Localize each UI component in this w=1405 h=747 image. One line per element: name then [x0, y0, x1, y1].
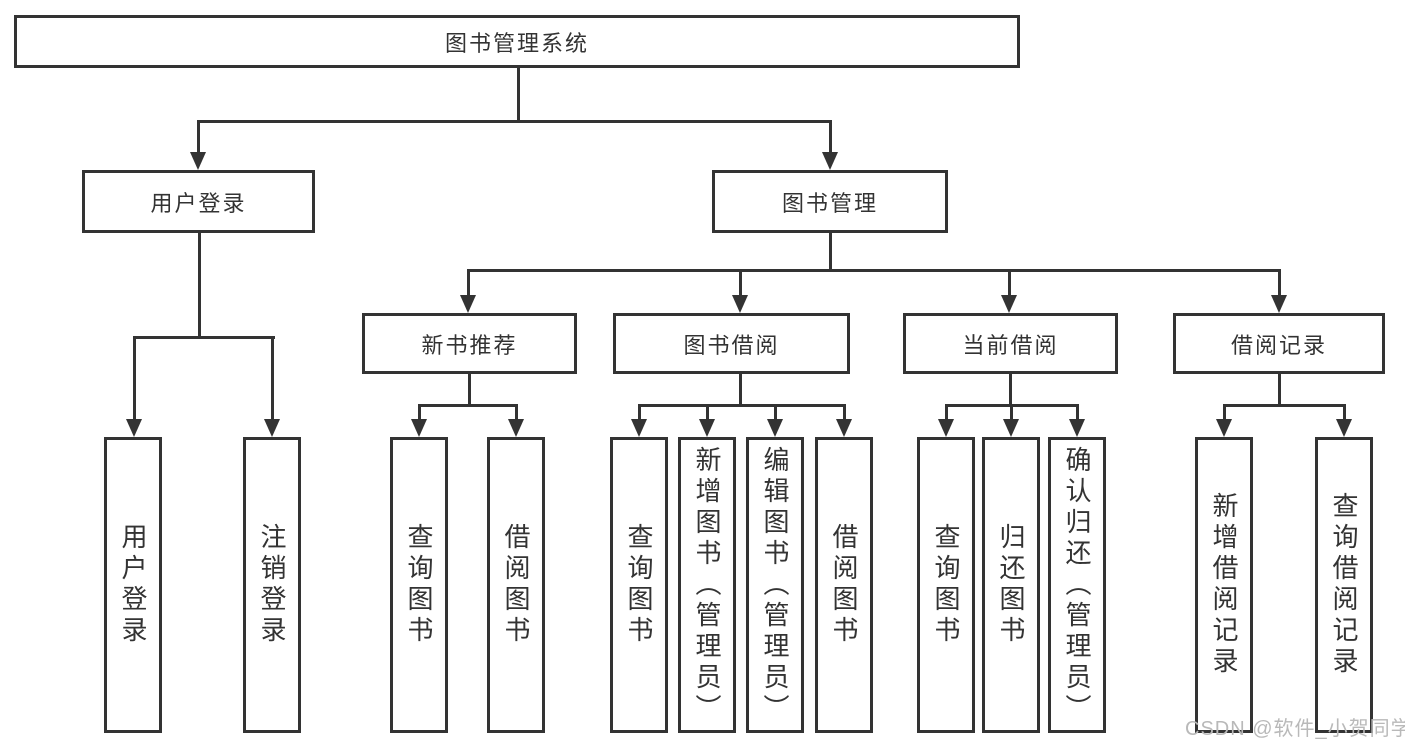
node-leaf-user-login: 用户登录 [104, 437, 162, 733]
connector-line [1223, 404, 1226, 421]
connector-line [706, 404, 709, 421]
connector-line [774, 404, 777, 421]
arrow-down-icon [767, 419, 783, 437]
node-leaf-logout-label: 注销登录 [257, 523, 287, 647]
node-leaf-query-books-borrow-label: 查询图书 [624, 523, 654, 647]
connector-line [1278, 269, 1281, 297]
node-leaf-add-books-label: 新增图书（管理员） [692, 445, 722, 725]
node-leaf-query-books-current: 查询图书 [917, 437, 975, 733]
connector-line [197, 120, 200, 156]
arrow-down-icon [631, 419, 647, 437]
connector-line [468, 374, 471, 407]
node-leaf-add-record-label: 新增借阅记录 [1209, 492, 1239, 678]
arrow-down-icon [411, 419, 427, 437]
node-leaf-query-books-borrow: 查询图书 [610, 437, 668, 733]
node-book-borrow: 图书借阅 [613, 313, 850, 374]
node-leaf-query-books-rec-label: 查询图书 [404, 523, 434, 647]
node-root: 图书管理系统 [14, 15, 1020, 68]
node-leaf-query-record: 查询借阅记录 [1315, 437, 1373, 733]
node-leaf-confirm-return-label: 确认归还（管理员） [1062, 445, 1092, 725]
arrow-down-icon [732, 295, 748, 313]
node-leaf-borrow-books-rec: 借阅图书 [487, 437, 545, 733]
node-leaf-add-books: 新增图书（管理员） [678, 437, 736, 733]
connector-line [1076, 404, 1079, 421]
node-leaf-borrow-books-label: 借阅图书 [829, 523, 859, 647]
connector-line [467, 269, 470, 297]
arrow-down-icon [1001, 295, 1017, 313]
connector-line [198, 233, 201, 339]
connector-line [1223, 404, 1346, 407]
arrow-down-icon [508, 419, 524, 437]
node-leaf-logout: 注销登录 [243, 437, 301, 733]
connector-line [1008, 269, 1011, 297]
connector-line [739, 374, 742, 407]
node-leaf-borrow-books-rec-label: 借阅图书 [501, 523, 531, 647]
arrow-down-icon [126, 419, 142, 437]
node-leaf-return-books: 归还图书 [982, 437, 1040, 733]
node-leaf-confirm-return: 确认归还（管理员） [1048, 437, 1106, 733]
arrow-down-icon [1216, 419, 1232, 437]
node-leaf-add-record: 新增借阅记录 [1195, 437, 1253, 733]
node-leaf-user-login-label: 用户登录 [118, 523, 148, 647]
arrow-down-icon [1336, 419, 1352, 437]
node-leaf-query-record-label: 查询借阅记录 [1329, 492, 1359, 678]
connector-line [829, 233, 832, 272]
connector-line [945, 404, 948, 421]
node-leaf-return-books-label: 归还图书 [996, 523, 1026, 647]
node-borrow-records-label: 借阅记录 [1230, 332, 1327, 358]
node-user-login-label: 用户登录 [150, 190, 247, 216]
connector-line [133, 336, 136, 421]
connector-line [638, 404, 846, 407]
arrow-down-icon [822, 152, 838, 170]
arrow-down-icon [836, 419, 852, 437]
arrow-down-icon [938, 419, 954, 437]
arrow-down-icon [460, 295, 476, 313]
connector-line [517, 68, 520, 123]
node-leaf-borrow-books: 借阅图书 [815, 437, 873, 733]
arrow-down-icon [699, 419, 715, 437]
arrow-down-icon [1003, 419, 1019, 437]
node-leaf-edit-books-label: 编辑图书（管理员） [760, 445, 790, 725]
node-leaf-edit-books: 编辑图书（管理员） [746, 437, 804, 733]
node-current-borrow-label: 当前借阅 [962, 332, 1059, 358]
node-root-label: 图书管理系统 [444, 30, 589, 56]
connector-line [515, 404, 518, 421]
connector-line [1010, 404, 1013, 421]
node-borrow-records: 借阅记录 [1173, 313, 1385, 374]
node-book-mgmt: 图书管理 [712, 170, 948, 233]
connector-line [418, 404, 518, 407]
arrow-down-icon [190, 152, 206, 170]
connector-line [739, 269, 742, 297]
connector-line [638, 404, 641, 421]
connector-line [418, 404, 421, 421]
node-leaf-query-books-rec: 查询图书 [390, 437, 448, 733]
arrow-down-icon [1069, 419, 1085, 437]
connector-line [197, 120, 832, 123]
connector-line [1278, 374, 1281, 407]
connector-line [133, 336, 275, 339]
connector-line [1009, 374, 1012, 407]
connector-line [843, 404, 846, 421]
connector-line [1343, 404, 1346, 421]
arrow-down-icon [1271, 295, 1287, 313]
csdn-watermark: CSDN @软件_小贺同学 [1185, 718, 1405, 740]
node-user-login: 用户登录 [82, 170, 315, 233]
arrow-down-icon [264, 419, 280, 437]
node-book-mgmt-label: 图书管理 [781, 190, 878, 216]
connector-line [467, 269, 1281, 272]
node-new-book-rec-label: 新书推荐 [421, 332, 518, 358]
connector-line [829, 120, 832, 156]
node-current-borrow: 当前借阅 [903, 313, 1118, 374]
node-book-borrow-label: 图书借阅 [683, 332, 780, 358]
connector-line [271, 336, 274, 421]
node-new-book-rec: 新书推荐 [362, 313, 577, 374]
node-leaf-query-books-current-label: 查询图书 [931, 523, 961, 647]
